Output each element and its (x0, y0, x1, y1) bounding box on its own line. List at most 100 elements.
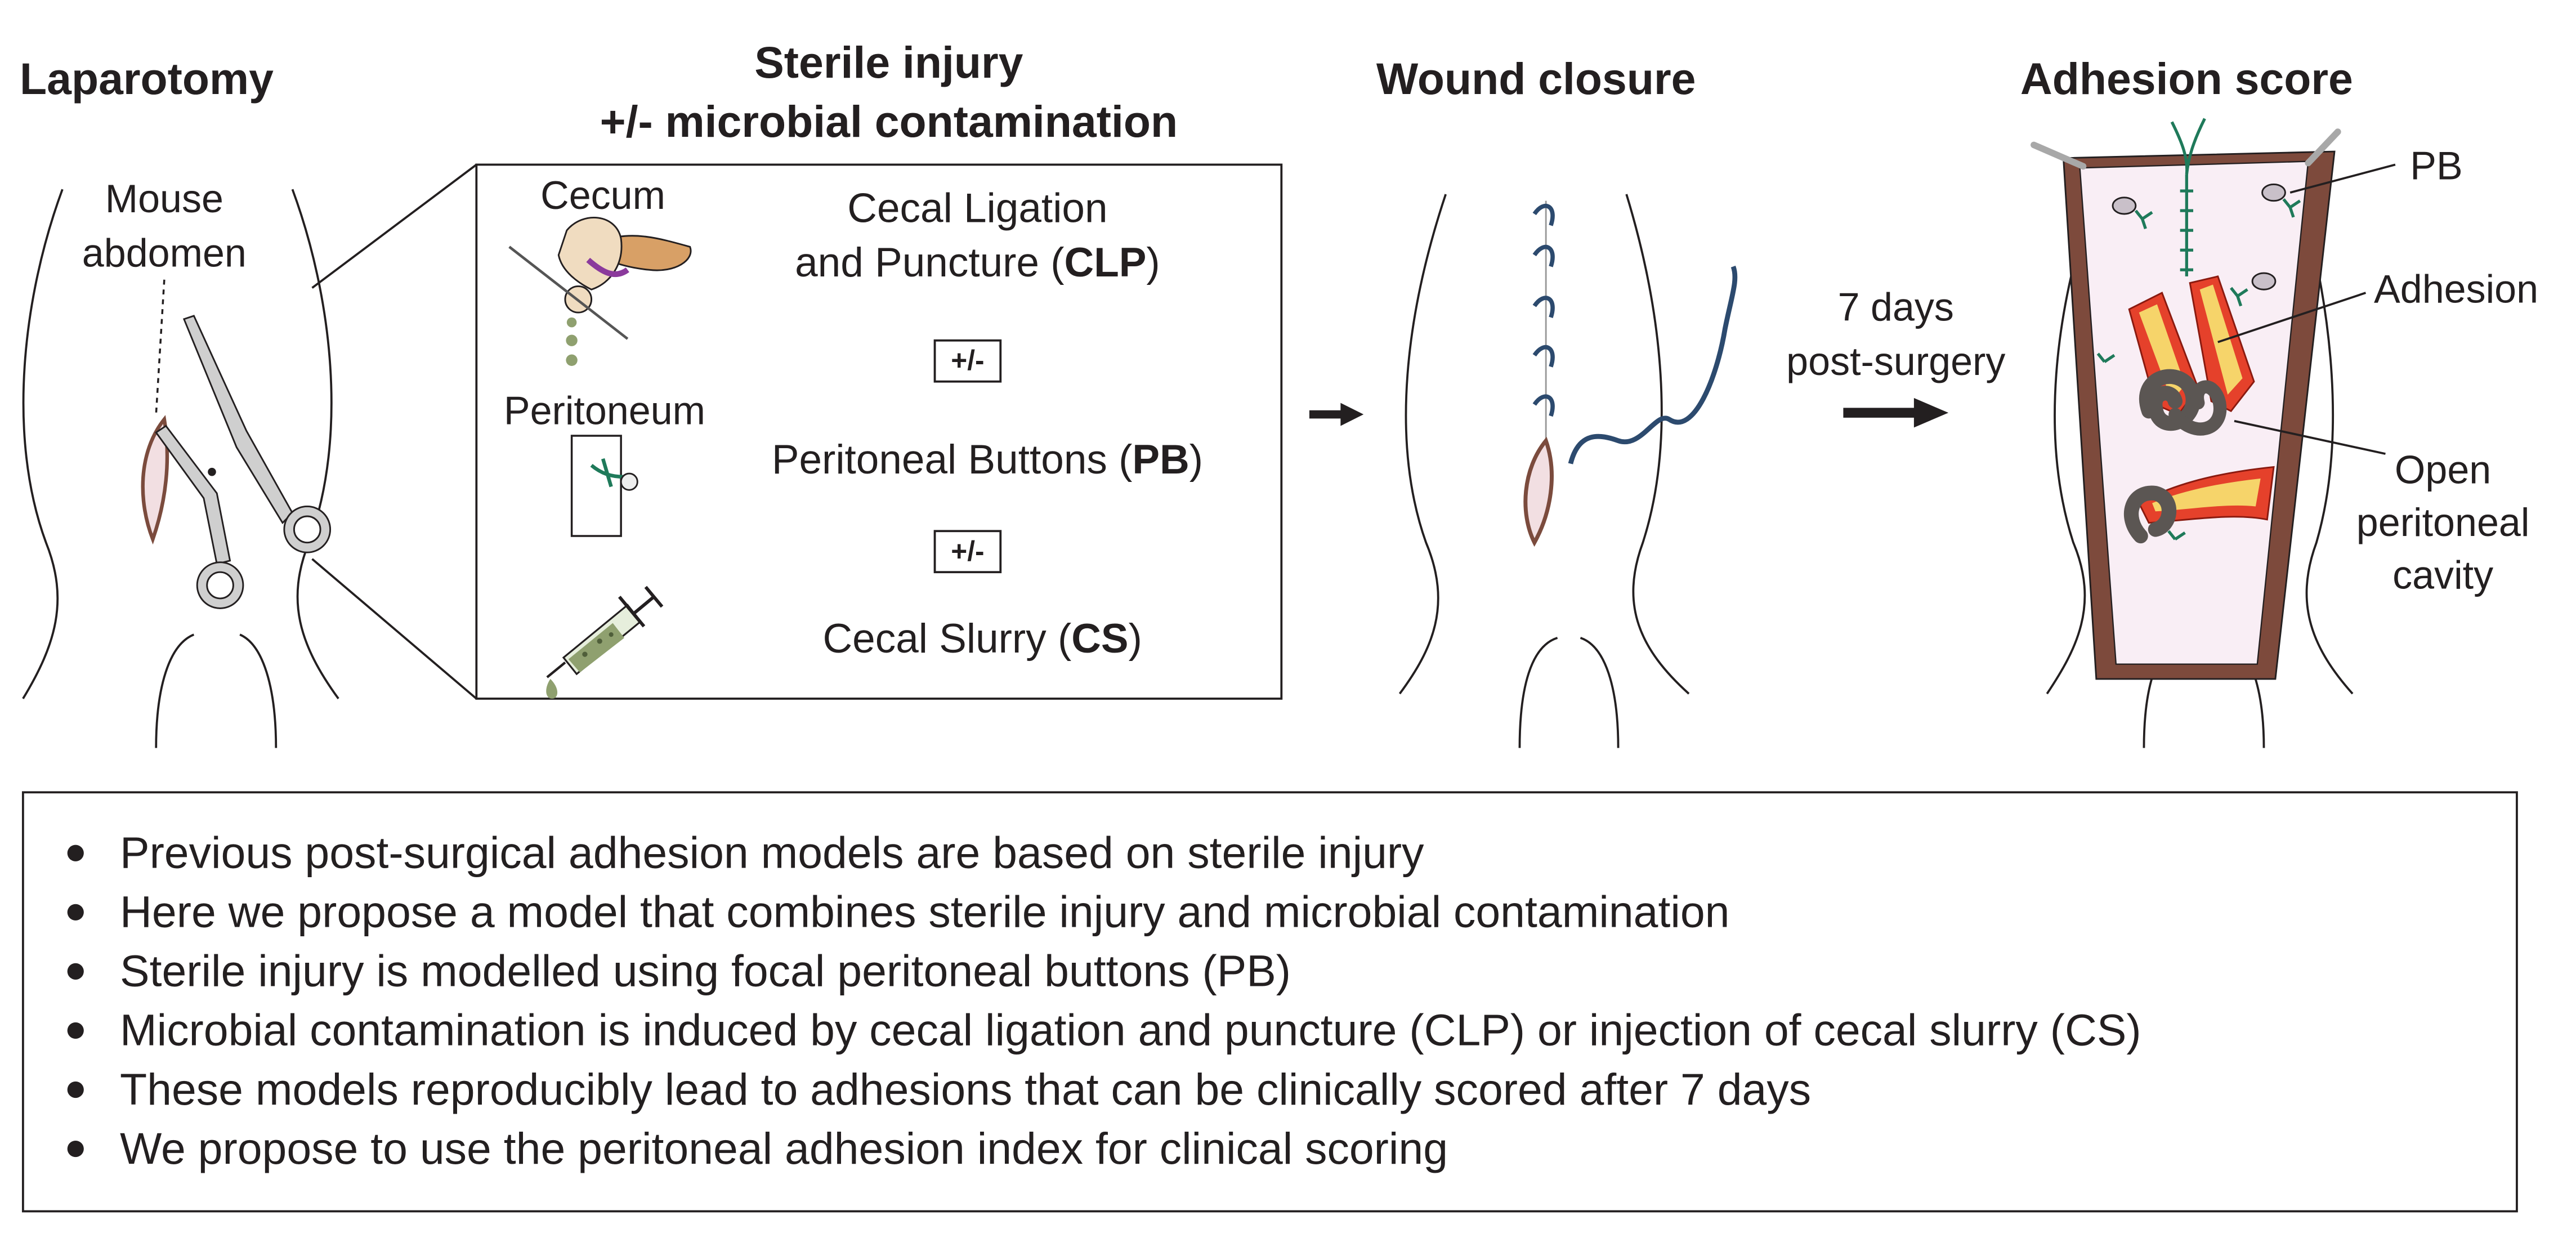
mouse-hip-left (155, 633, 195, 748)
clp-abbreviation: CLP (1065, 240, 1147, 285)
clp-suffix: ) (1146, 240, 1160, 285)
interval-line2: post-surgery (1786, 339, 2005, 383)
puncture-needle (508, 245, 629, 340)
mouse-hip-right (239, 633, 278, 748)
summary-bullet: Here we propose a model that combines st… (120, 887, 1729, 937)
summary-bullet: These models reproducibly lead to adhesi… (120, 1065, 1811, 1114)
button-sutures (2096, 198, 2301, 541)
slurry-drop (546, 678, 558, 699)
interval-7-days: 7 days post-surgery (1786, 285, 2005, 428)
title-laparotomy: Laparotomy (20, 54, 274, 104)
callout-cavity-line2: peritoneal (2356, 501, 2530, 544)
panel-adhesion-score: Adhesion score PB Adhesi (2020, 54, 2538, 748)
title-sterile-injury: Sterile injury (754, 38, 1023, 87)
scissors-ring-right-hole (293, 515, 321, 544)
panel-sterile-injury: Sterile injury +/- microbial contaminati… (475, 38, 1283, 700)
adhesion-upper (2128, 275, 2255, 436)
suture-thread (1568, 265, 1738, 464)
callout-pb: PB (2410, 144, 2462, 188)
separator-box-2 (933, 530, 1002, 574)
intestine-loop-2 (2168, 380, 2227, 436)
midline-sutures (2170, 118, 2206, 276)
intestine-loop-3 (2123, 485, 2177, 544)
mouse-outline-right (2298, 194, 2354, 695)
wound-stitches (1532, 203, 1555, 417)
callout-cavity-line3: cavity (2392, 553, 2493, 597)
syringe-plunger (618, 586, 664, 628)
label-mouse: Mouse (105, 177, 223, 221)
bullet-dot (67, 845, 84, 861)
colon (603, 235, 692, 271)
separator-label-2: +/- (951, 535, 984, 567)
clp-prefix: and Puncture ( (795, 240, 1064, 285)
ligature (586, 257, 629, 278)
cecum-illustration (508, 217, 692, 366)
callout-line-pb (2289, 163, 2396, 194)
callout-line-adhesion (2217, 292, 2367, 343)
bullet-dot (67, 1081, 84, 1098)
slurry-speck-3 (609, 632, 614, 637)
pb-abbreviation: PB (1132, 437, 1189, 483)
leak-drop-2 (566, 334, 578, 346)
retractor-right (2305, 128, 2341, 167)
pb-suffix: ) (1189, 437, 1203, 483)
bullet-dot (67, 1140, 84, 1158)
slurry-speck-2 (597, 638, 602, 644)
cs-abbreviation: CS (1071, 616, 1128, 662)
pb-line: Peritoneal Buttons (PB) (772, 437, 1203, 483)
adhesion-lower (2123, 466, 2275, 544)
incision (141, 415, 169, 545)
mouse-hip-left (1518, 637, 1558, 748)
title-adhesion-score: Adhesion score (2020, 54, 2353, 104)
pointer-dashed-line (155, 279, 166, 415)
peritoneal-button-2 (2261, 184, 2286, 202)
slurry-speck-1 (582, 651, 588, 657)
callout-line-cavity (2234, 419, 2386, 455)
bullet-dot (67, 963, 84, 980)
arrow-head (1913, 397, 1949, 428)
panel-laparotomy: Laparotomy Mouse abdomen (20, 54, 477, 748)
title-wound-closure: Wound closure (1376, 54, 1696, 104)
interval-line1: 7 days (1838, 285, 1954, 329)
peritoneal-button-1 (2112, 196, 2137, 215)
peritoneal-button (620, 472, 638, 491)
mouse-outline-left (22, 189, 64, 699)
peritoneum-sheet (570, 435, 622, 537)
title-microbial-contamination: +/- microbial contamination (600, 97, 1178, 146)
mouse-outline-right (291, 189, 339, 700)
summary-bullet: Microbial contamination is induced by ce… (120, 1006, 2141, 1055)
bullet-dot (67, 904, 84, 921)
adhesion-band-right-core (2199, 284, 2243, 395)
syringe-icon (546, 586, 664, 699)
summary-bullet: We propose to use the peritoneal adhesio… (120, 1124, 1448, 1173)
syringe-needle (546, 662, 566, 678)
zoom-connector-bottom (311, 558, 477, 700)
scissors-ring-left-hole (206, 571, 234, 600)
leak-drop-1 (566, 317, 577, 328)
mouse-outline-left (2046, 194, 2096, 695)
summary-border (21, 791, 2518, 1213)
bullet-dot (67, 1022, 84, 1039)
mouse-hip-right (1580, 637, 1620, 748)
adhesion-band-lower-core (2152, 478, 2261, 512)
separator-label-1: +/- (951, 345, 984, 376)
scissors-blade-lower (155, 425, 231, 565)
zoom-connector-top (311, 163, 477, 289)
summary-bullet: Previous post-surgical adhesion models a… (120, 828, 1424, 878)
arrow-head (1340, 403, 1364, 426)
scissors-icon (155, 315, 332, 609)
cs-suffix: ) (1129, 616, 1142, 662)
scissors-pivot (208, 467, 216, 476)
cs-line: Cecal Slurry (CS) (822, 616, 1142, 662)
mouse-outline-left (1398, 194, 1447, 695)
panel-wound-closure: Wound closure (1376, 54, 1738, 748)
summary-bullet: Sterile injury is modelled using focal p… (120, 946, 1291, 996)
clp-line2: and Puncture (CLP) (795, 240, 1160, 285)
arrow-to-wound-closure (1309, 403, 1364, 426)
remaining-incision (1523, 436, 1554, 547)
peritoneum-illustration (570, 435, 638, 537)
pb-prefix: Peritoneal Buttons ( (772, 437, 1133, 483)
label-peritoneum: Peritoneum (504, 389, 705, 433)
mouse-outline-right (1625, 194, 1690, 695)
